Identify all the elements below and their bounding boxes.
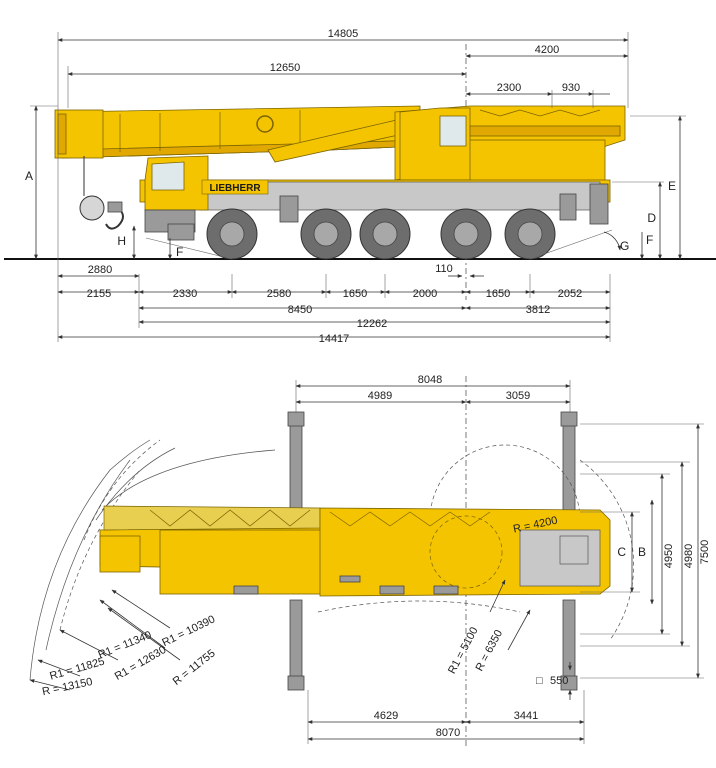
dim-14417: 14417 [319, 333, 350, 345]
dim-label-F-front: F [176, 245, 183, 259]
dim-8450: 8450 [288, 304, 312, 316]
dim-2052: 2052 [558, 288, 582, 300]
dim-12650: 12650 [270, 62, 301, 74]
dim-4980: 4980 [683, 544, 695, 568]
dim-110: 110 [435, 263, 453, 275]
dim-2155: 2155 [87, 288, 111, 300]
dim-930: 930 [562, 82, 580, 94]
dim-label-A: A [25, 169, 33, 183]
hook-block [79, 156, 124, 230]
dim-2300: 2300 [497, 82, 521, 94]
superstructure [394, 105, 626, 183]
dim-4950: 4950 [663, 544, 675, 568]
dim-4989: 4989 [368, 390, 392, 402]
dim-3059: 3059 [506, 390, 530, 402]
dim-label-D: D [647, 211, 656, 225]
dim-label-H: H [117, 234, 126, 248]
pad-square-icon: □ [536, 675, 543, 687]
dim-3441: 3441 [514, 710, 538, 722]
side-view: LIEBHERR [4, 28, 716, 345]
dim-2580: 2580 [267, 288, 291, 300]
arc-r1-10390 [101, 449, 276, 511]
wheels [206, 208, 556, 260]
radius-r-11755: R = 11755 [171, 647, 218, 687]
dim-1650-a: 1650 [343, 288, 367, 300]
top-view: 8048 4989 3059 [29, 374, 711, 748]
dim-7500: 7500 [699, 540, 711, 564]
dim-2000: 2000 [413, 288, 437, 300]
radius-r1-10390: R1 = 10390 [160, 613, 217, 649]
dim-label-C: C [617, 545, 626, 559]
dim-label-B: B [638, 545, 646, 559]
radius-r-13150: R = 13150 [41, 676, 93, 698]
carrier: LIEBHERR [139, 155, 611, 241]
dim-4629: 4629 [374, 710, 398, 722]
carrier-top [159, 507, 611, 597]
dim-4200: 4200 [535, 44, 559, 56]
brand-logo: LIEBHERR [209, 183, 261, 194]
outriggers [287, 411, 578, 691]
dim-2880: 2880 [88, 264, 112, 276]
dim-3812: 3812 [526, 304, 550, 316]
dim-2330: 2330 [173, 288, 197, 300]
dim-label-F-rear: F [646, 233, 653, 247]
pad-size: 550 [550, 675, 568, 687]
dim-label-E: E [668, 179, 676, 193]
dim-8070: 8070 [436, 727, 460, 739]
dim-label-G: G [620, 239, 629, 253]
dim-1650-b: 1650 [486, 288, 510, 300]
dim-14805: 14805 [328, 28, 359, 40]
dim-8048: 8048 [418, 374, 442, 386]
dim-12262: 12262 [357, 318, 388, 330]
